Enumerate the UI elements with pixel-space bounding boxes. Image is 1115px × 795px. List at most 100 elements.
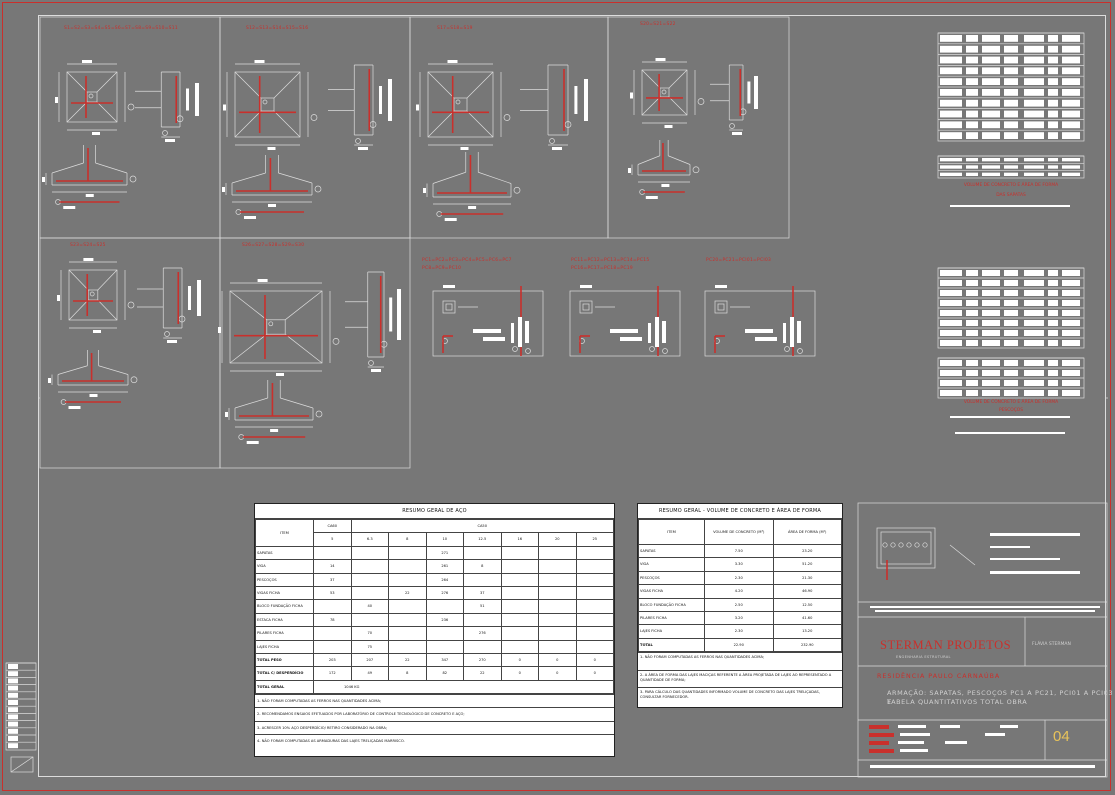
column-section	[86, 91, 98, 103]
table-note: 3- PARA CÁLCULO DAS QUANTIDADES INFORMAD…	[638, 686, 842, 704]
schedule-cell-block	[1048, 158, 1058, 162]
project-name: RESIDÊNCIA PAULO CARNAÚBA	[877, 673, 1001, 680]
schedule-cell-block	[940, 330, 962, 336]
schedule-cell-block	[940, 390, 962, 396]
schedule-cell-block	[966, 370, 978, 376]
detail-title-s12: S12=S13=S14=S15=S16	[246, 26, 309, 31]
schedule-cell-block	[1024, 380, 1044, 386]
rebar-mark	[549, 138, 555, 144]
schedule-cell-block	[940, 320, 962, 326]
dimension-block	[755, 337, 777, 341]
table-note: 4- NÃO FORAM COMPUTADAS AS ARMADURAS DAS…	[255, 734, 614, 747]
title-block-field	[940, 725, 960, 728]
table-note: 3- ACRESCER 10% AÇO DESPERDÍCIO/ RETIRO …	[255, 720, 614, 734]
dimension-block	[443, 285, 455, 288]
schedule-cell-block	[982, 89, 1000, 96]
title-block-field	[898, 725, 926, 728]
revision-cell	[8, 707, 18, 713]
steel-col-diameter: 16	[500, 532, 539, 547]
footing-plan-outline	[68, 269, 118, 321]
dimension-block	[875, 610, 1095, 612]
schedule-cell-block	[1062, 89, 1080, 96]
drawing-line	[284, 333, 323, 364]
drawing-line	[466, 110, 494, 138]
revision-cell	[8, 736, 18, 741]
rebar-mark	[314, 185, 322, 193]
dimension-block	[648, 323, 651, 343]
schedule-cell-block	[966, 300, 978, 306]
dimension-block	[83, 258, 94, 261]
dimension-block	[655, 58, 666, 61]
schedule-cell-block	[982, 330, 1000, 336]
rebar-mark	[513, 186, 521, 194]
steel-col-diameter: 10	[425, 532, 464, 547]
drawing-line	[229, 333, 268, 364]
drawing-line	[234, 110, 262, 138]
steel-col-diameter: 12.5	[463, 532, 502, 547]
rebar-mark	[898, 542, 904, 548]
schedule-cell-block	[1048, 300, 1058, 306]
dimension-block	[379, 86, 382, 114]
schedule-caption-sapatas-2: DAS SAPATAS	[996, 193, 1026, 198]
schedule-cell-block	[1004, 300, 1018, 306]
schedule-cell-block	[982, 310, 1000, 316]
schedule-cell-block	[1048, 390, 1058, 396]
drawing-line	[466, 71, 494, 99]
schedule-cell-block	[940, 45, 962, 53]
dimension-block	[990, 558, 1060, 560]
dimension-block	[188, 286, 191, 310]
drawing-line	[284, 290, 323, 321]
rebar-mark	[162, 130, 168, 136]
revision-cell	[8, 678, 18, 684]
detail-title-pc16: PC16=PC17=PC18=PC19	[571, 266, 633, 271]
dimension-block	[93, 330, 101, 333]
schedule-cell-block	[1024, 390, 1044, 396]
dimension-block	[244, 216, 256, 219]
rebar-mark	[784, 346, 790, 352]
schedule-cell-block	[1048, 35, 1058, 42]
schedule-cell-block	[982, 380, 1000, 386]
rebar-mark	[127, 301, 135, 309]
detail-title-pc20: PC20=PC21=PCI01=PCI03	[706, 258, 772, 263]
rebar-mark	[914, 542, 920, 548]
schedule-cell-block	[1062, 280, 1080, 286]
table-note: 1- NÃO FORAM COMPUTADAS AS FERROS NAS QU…	[255, 694, 614, 707]
schedule-cell-block	[1062, 330, 1080, 336]
dimension-block	[223, 104, 226, 111]
dimension-block	[197, 280, 201, 316]
dimension-block	[358, 147, 368, 150]
revision-cell	[8, 692, 18, 698]
concrete-col-area: ÁREA DE FORMA (M²)	[772, 519, 842, 545]
schedule-cell-block	[966, 45, 978, 53]
dimension-block	[195, 83, 199, 116]
drawing-line	[668, 155, 691, 165]
schedule-cell-block	[1004, 360, 1018, 366]
dimension-block	[574, 86, 578, 114]
schedule-cell-block	[1062, 99, 1080, 107]
schedule-footer-line	[950, 416, 1070, 418]
schedule-cell-block	[982, 360, 1000, 366]
schedule-cell-block	[1004, 121, 1018, 129]
schedule-cell-block	[940, 158, 962, 162]
schedule-cell-block	[1048, 110, 1058, 118]
schedule-cell-block	[1024, 320, 1044, 326]
footing-plan-outline	[229, 290, 323, 364]
concrete-col-item: ITEM	[638, 519, 705, 545]
column-section	[714, 300, 728, 314]
schedule-cell-block	[940, 89, 962, 96]
schedule-cell-block	[940, 370, 962, 376]
dimension-block	[218, 327, 221, 333]
schedule-cell-block	[1024, 158, 1044, 162]
drawing-line	[637, 155, 660, 165]
schedule-cell-block	[940, 340, 962, 346]
schedule-cell-block	[1024, 67, 1044, 75]
schedule-cell-block	[966, 89, 978, 96]
schedule-cell-block	[966, 280, 978, 286]
steel-col-diameter: 8	[388, 532, 427, 547]
schedule-cell-block	[1024, 330, 1044, 336]
